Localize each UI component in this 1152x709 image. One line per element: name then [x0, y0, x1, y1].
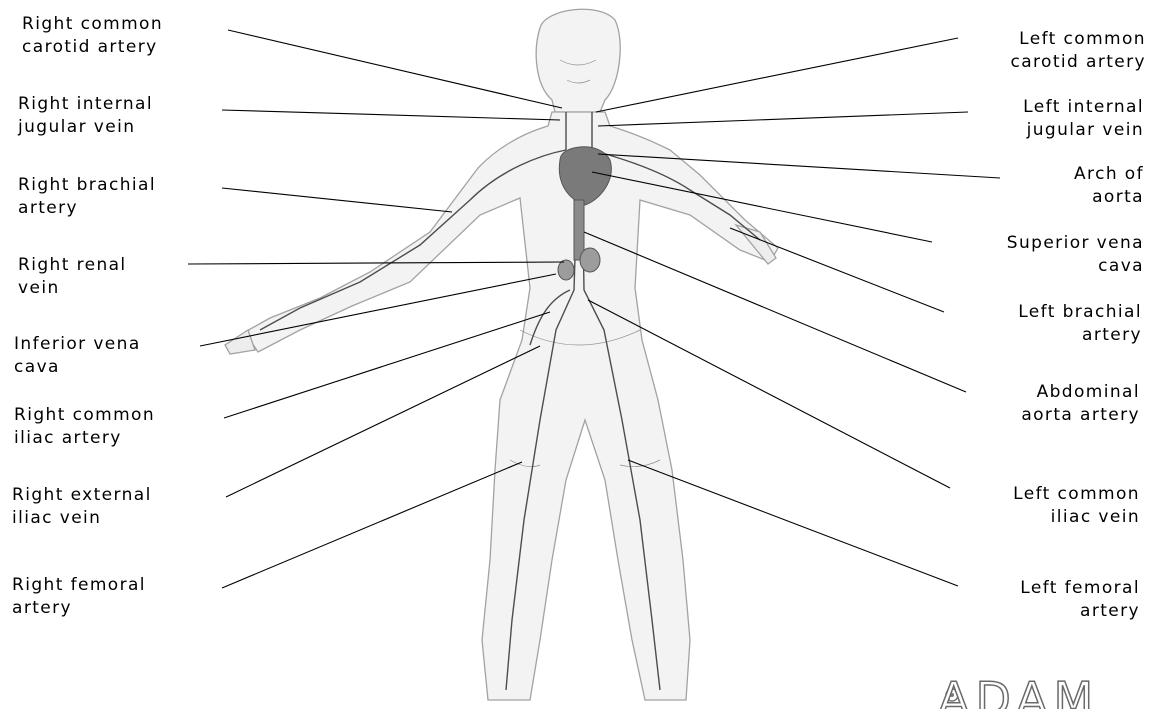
leader-line-left-common-carotid [596, 38, 958, 112]
leader-line-left-internal-jugular [598, 112, 968, 126]
leader-line-left-brachial [730, 228, 944, 312]
leader-line-superior-vena-cava [592, 172, 932, 242]
leader-line-right-femoral [222, 462, 522, 588]
leader-line-right-internal-jugular [222, 110, 560, 120]
leader-line-right-renal [188, 262, 564, 264]
leader-line-right-common-carotid [228, 30, 562, 108]
leader-line-right-brachial [222, 188, 452, 212]
adam-logo: ADAM [938, 672, 1099, 709]
